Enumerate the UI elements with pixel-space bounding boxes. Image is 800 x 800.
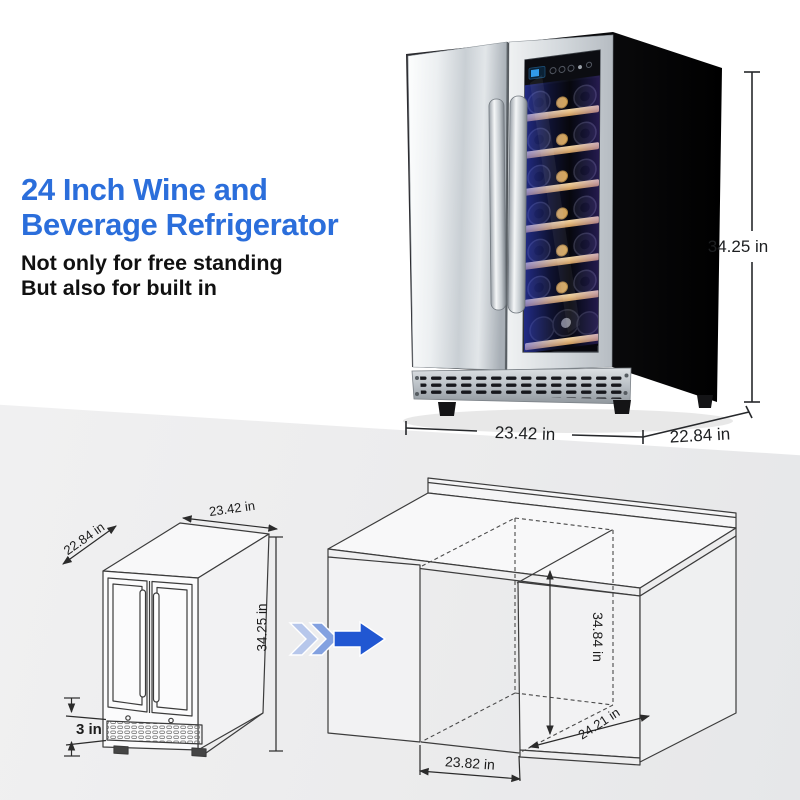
title-line-1: 24 Inch Wine and	[21, 172, 268, 207]
glass-reflection	[530, 75, 580, 333]
drawing-vent	[106, 720, 203, 745]
freestanding-vent-label: 3 in	[76, 721, 102, 738]
builtin-height-label: 34.84 in	[590, 612, 606, 662]
freestanding-diagram: 22.84 in 23.42 in 34.25 in 3 in	[40, 485, 290, 800]
drawing-right-handle	[152, 592, 160, 703]
fridge-interior	[524, 50, 600, 352]
fridge-shadow	[403, 409, 733, 433]
freestanding-height-label: 34.25 in	[254, 603, 270, 652]
title-line-2: Beverage Refrigerator	[21, 207, 339, 242]
left-cabinet-panel	[327, 556, 421, 743]
left-door-handle	[488, 98, 507, 311]
right-door-handle	[507, 95, 528, 314]
hero-depth-dimension-label: 22.84 in	[669, 424, 731, 447]
subtitle-line-2: But also for built in	[21, 276, 217, 300]
feet	[438, 395, 713, 416]
hero-width-dimension-label: 23.42 in	[494, 422, 556, 445]
arrow-right-icon	[288, 620, 387, 658]
subtitle-line-1: Not only for free standing	[21, 251, 283, 275]
drawing-right-door	[151, 580, 193, 717]
drawing-left-handle	[139, 589, 147, 698]
door-handles	[488, 95, 528, 314]
wine-fridge-photo	[400, 25, 770, 444]
right-side-face	[639, 535, 737, 763]
door-gap	[505, 41, 509, 371]
headline: 24 Inch Wine and Beverage Refrigerator N…	[21, 172, 421, 301]
drawing-left-door	[107, 577, 148, 713]
page-title: 24 Inch Wine and Beverage Refrigerator	[21, 172, 421, 242]
builtin-diagram: 34.84 in 24.21 in 23.82 in	[310, 465, 765, 795]
vent-grille	[411, 367, 632, 405]
led-glow	[524, 75, 600, 352]
page-subtitle: Not only for free standing But also for …	[21, 251, 421, 301]
hero-dimension-lines	[405, 71, 760, 444]
hero-height-dimension-label: 34.25 in	[707, 237, 769, 256]
hidden-cutout-edges	[420, 517, 614, 754]
